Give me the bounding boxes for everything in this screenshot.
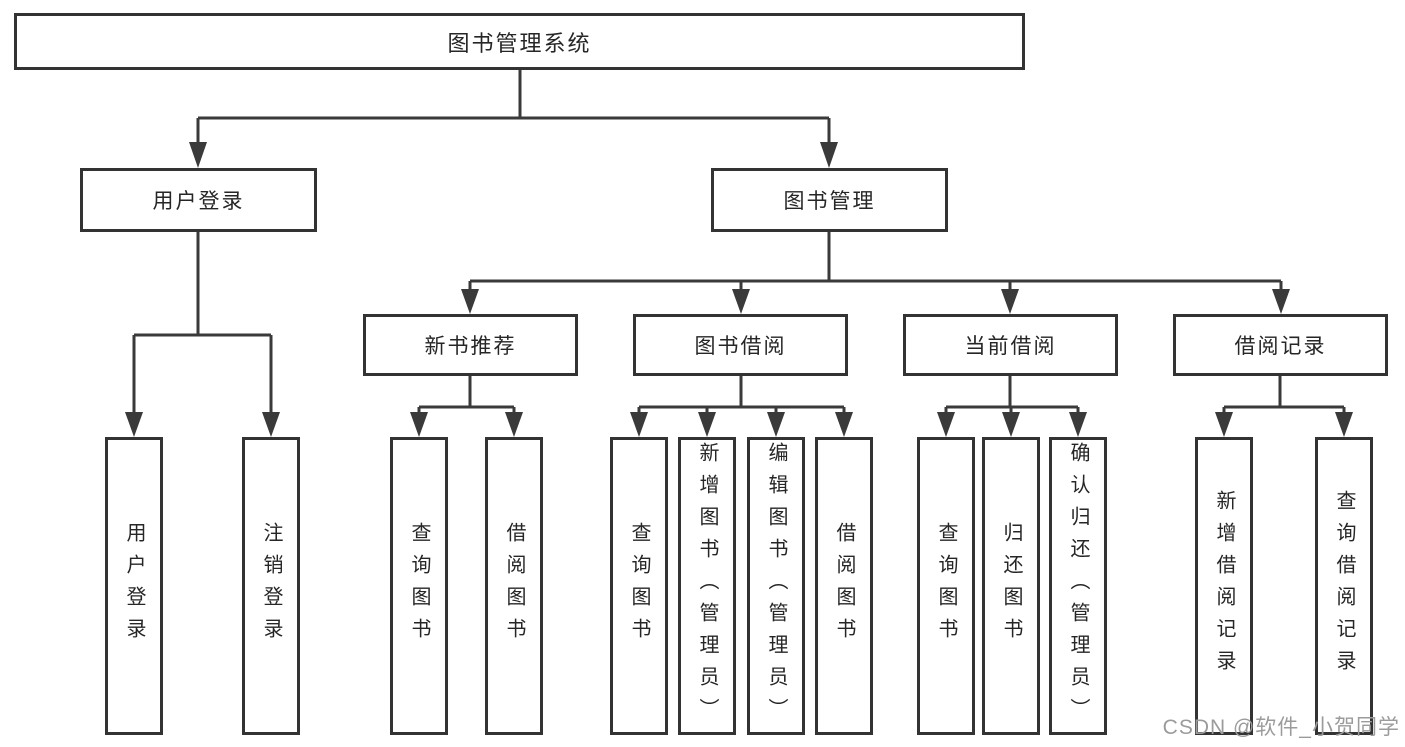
leaf-edit-book-admin: 编辑图书（管理员） [747,437,805,735]
node-root: 图书管理系统 [14,13,1025,70]
leaf-query-books-3: 查询图书 [917,437,975,735]
node-current-borrow: 当前借阅 [903,314,1118,376]
leaf-return-book: 归还图书 [982,437,1040,735]
leaf-logout: 注销登录 [242,437,300,735]
node-user-login: 用户登录 [80,168,317,232]
leaf-borrow-books-2: 借阅图书 [815,437,873,735]
leaf-add-borrow-record: 新增借阅记录 [1195,437,1253,735]
node-book-management: 图书管理 [711,168,948,232]
leaf-borrow-books-1: 借阅图书 [485,437,543,735]
leaf-query-borrow-record: 查询借阅记录 [1315,437,1373,735]
watermark: CSDN @软件_小贺同学 [1162,716,1400,739]
node-new-book-recommend: 新书推荐 [363,314,578,376]
leaf-query-books-2: 查询图书 [610,437,668,735]
leaf-confirm-return-admin: 确认归还（管理员） [1049,437,1107,735]
leaf-query-books-1: 查询图书 [390,437,448,735]
node-book-borrow: 图书借阅 [633,314,848,376]
leaf-add-book-admin: 新增图书（管理员） [678,437,736,735]
node-borrow-records: 借阅记录 [1173,314,1388,376]
leaf-user-login: 用户登录 [105,437,163,735]
